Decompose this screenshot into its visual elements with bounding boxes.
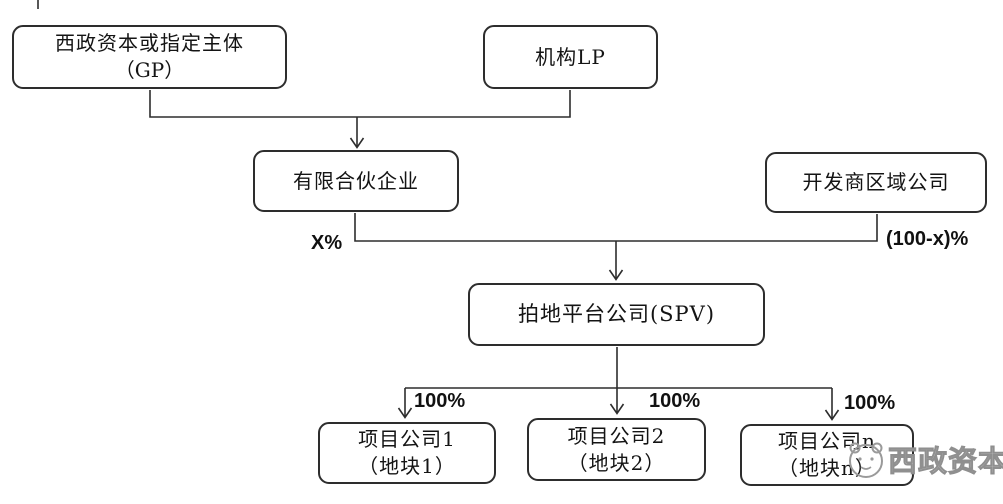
node-spv-label: 拍地平台公司(SPV)	[517, 302, 716, 326]
node-p2-line1: 项目公司2	[567, 423, 666, 448]
edge-label-100-minus-x-percent: (100-x)%	[886, 228, 969, 250]
edge-label-100-percent-right: 100%	[844, 392, 896, 414]
edge-label-100-percent-middle: 100%	[649, 390, 701, 412]
node-developer-label: 开发商区域公司	[802, 170, 950, 194]
node-gp-line1: 西政资本或指定主体	[55, 31, 244, 55]
watermark-logo-icon	[849, 442, 883, 478]
node-p2-line2: （地块2）	[567, 450, 666, 475]
node-gp-company: 西政资本或指定主体 （GP）	[12, 25, 287, 89]
node-institutional-lp: 机构LP	[483, 25, 658, 89]
node-project-company-1: 项目公司1 （地块1）	[318, 422, 496, 484]
arrowhead-spv	[608, 269, 624, 281]
arrowhead-partnership	[349, 137, 365, 149]
node-land-auction-spv: 拍地平台公司(SPV)	[468, 283, 765, 346]
watermark-text: 西政资本	[887, 444, 1003, 479]
edge-label-x-percent: X%	[311, 232, 343, 254]
arrowhead-project2	[609, 403, 625, 415]
node-project-company-2: 项目公司2 （地块2）	[527, 418, 706, 481]
node-p1-line1: 项目公司1	[358, 427, 456, 451]
node-limited-partnership: 有限合伙企业	[253, 150, 459, 212]
node-partnership-label: 有限合伙企业	[293, 168, 419, 193]
node-developer-regional-company: 开发商区域公司	[765, 152, 987, 213]
arrowhead-project1	[397, 407, 413, 419]
node-p1-line2: （地块1）	[358, 454, 456, 478]
node-lp-label: 机构LP	[535, 44, 606, 69]
arrowhead-projectn	[824, 409, 840, 421]
node-gp-line2: （GP）	[114, 58, 185, 82]
edge-label-100-percent-left: 100%	[414, 390, 466, 412]
watermark: 西政资本	[846, 438, 1003, 480]
